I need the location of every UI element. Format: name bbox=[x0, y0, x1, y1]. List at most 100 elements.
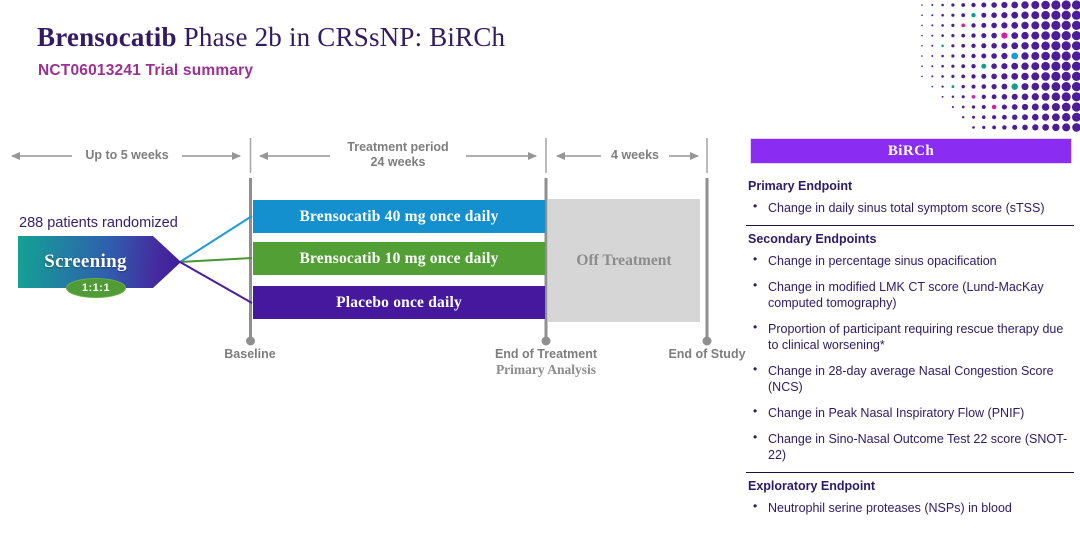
halftone-dot bbox=[991, 63, 997, 69]
halftone-dot bbox=[931, 34, 934, 37]
halftone-dot bbox=[1012, 124, 1018, 130]
arm-label: Brensocatib 10 mg once daily bbox=[299, 249, 499, 267]
halftone-dot bbox=[981, 22, 987, 28]
halftone-dot bbox=[971, 84, 976, 89]
halftone-dot bbox=[1011, 42, 1019, 50]
connector-to-arm-placebo bbox=[179, 261, 253, 304]
halftone-dot bbox=[1032, 113, 1039, 121]
halftone-dot bbox=[991, 53, 997, 59]
halftone-dot bbox=[951, 23, 955, 27]
halftone-dot bbox=[1071, 71, 1080, 81]
halftone-dot bbox=[951, 34, 955, 38]
endpoint-item: Proportion of participant requiring resc… bbox=[746, 316, 1074, 358]
halftone-dot bbox=[1051, 0, 1061, 10]
halftone-dot bbox=[1021, 52, 1029, 60]
halftone-dot bbox=[951, 105, 954, 109]
halftone-dot bbox=[931, 24, 934, 27]
halftone-dot bbox=[971, 23, 976, 28]
milestone-end-of-treatment: End of Treatment bbox=[494, 347, 598, 361]
halftone-dot bbox=[1041, 0, 1050, 10]
halftone-dot bbox=[931, 55, 934, 57]
halftone-dot bbox=[1061, 0, 1071, 10]
connector-to-arm-40mg bbox=[179, 215, 253, 263]
halftone-dot bbox=[1022, 124, 1028, 131]
halftone-dot bbox=[1031, 82, 1040, 91]
halftone-dot bbox=[1001, 1, 1008, 9]
endpoint-item: Change in Peak Nasal Inspiratory Flow (P… bbox=[746, 400, 1074, 426]
connector-to-arm-10mg bbox=[179, 257, 253, 263]
halftone-dot bbox=[1072, 123, 1080, 132]
phase2-label-line1: Treatment period bbox=[347, 140, 449, 154]
halftone-dot bbox=[1051, 92, 1061, 102]
endpoints-panel: BiRCh Primary Endpoint Change in daily s… bbox=[746, 138, 1074, 525]
halftone-dot bbox=[921, 4, 923, 6]
halftone-dot bbox=[991, 2, 997, 8]
halftone-dot bbox=[1001, 52, 1008, 60]
halftone-dot bbox=[982, 125, 986, 129]
endpoint-item: Change in Sino-Nasal Outcome Test 22 sco… bbox=[746, 426, 1074, 468]
halftone-dot bbox=[1051, 82, 1061, 92]
halftone-dot bbox=[1041, 51, 1050, 61]
halftone-dot bbox=[961, 33, 966, 38]
halftone-dot bbox=[951, 95, 955, 99]
halftone-dot bbox=[921, 65, 923, 67]
halftone-dot bbox=[1011, 62, 1019, 70]
halftone-dot bbox=[1052, 123, 1060, 132]
halftone-dot bbox=[1001, 73, 1008, 80]
halftone-dot bbox=[1041, 82, 1050, 91]
halftone-dot bbox=[1011, 1, 1019, 9]
halftone-dot bbox=[1021, 93, 1029, 101]
halftone-dot bbox=[1041, 61, 1050, 71]
halftone-dot bbox=[1031, 41, 1040, 50]
halftone-dot bbox=[1031, 31, 1040, 40]
halftone-dot bbox=[1031, 52, 1040, 60]
exploratory-endpoint-section: Exploratory Endpoint Neutrophil serine p… bbox=[746, 472, 1074, 525]
halftone-dot bbox=[981, 84, 987, 89]
halftone-dot bbox=[1032, 124, 1039, 131]
halftone-dot bbox=[961, 84, 965, 89]
halftone-dot bbox=[1051, 51, 1061, 61]
halftone-dot bbox=[1021, 72, 1029, 81]
halftone-dot bbox=[1002, 125, 1007, 130]
milestone-primary-analysis: Primary Analysis bbox=[495, 362, 597, 377]
endpoints-panel-title: BiRCh bbox=[887, 142, 935, 159]
halftone-dot bbox=[1041, 31, 1050, 40]
primary-endpoint-section: Primary Endpoint Change in daily sinus t… bbox=[746, 173, 1074, 225]
trial-id-subtitle: NCT06013241 Trial summary bbox=[38, 62, 254, 79]
endpoint-item: Change in percentage sinus opacification bbox=[746, 248, 1074, 274]
halftone-dot bbox=[1001, 104, 1007, 110]
halftone-dot bbox=[1031, 11, 1040, 20]
halftone-dot bbox=[971, 105, 976, 109]
halftone-dot bbox=[1011, 52, 1019, 60]
arm-bar-brensocatib-10mg: Brensocatib 10 mg once daily bbox=[253, 242, 545, 275]
halftone-dot bbox=[931, 85, 934, 88]
halftone-dot bbox=[971, 33, 976, 38]
halftone-dot bbox=[931, 65, 934, 68]
endpoint-item: Neutrophil serine proteases (NSPs) in bl… bbox=[746, 495, 1074, 521]
halftone-dot bbox=[1071, 82, 1080, 92]
halftone-dot bbox=[981, 43, 987, 49]
halftone-dot bbox=[931, 4, 934, 6]
halftone-dot bbox=[971, 63, 976, 69]
halftone-dot bbox=[971, 53, 976, 59]
halftone-dot bbox=[981, 33, 987, 39]
halftone-dot bbox=[1061, 102, 1071, 112]
halftone-dot bbox=[921, 55, 923, 57]
halftone-dot bbox=[1051, 71, 1061, 81]
halftone-dot bbox=[1031, 21, 1040, 30]
halftone-dot bbox=[961, 43, 966, 48]
halftone-dot bbox=[1011, 104, 1018, 110]
halftone-dot bbox=[1001, 63, 1008, 70]
halftone-dot bbox=[1041, 21, 1050, 30]
halftone-dot bbox=[941, 3, 944, 7]
halftone-dot bbox=[1031, 103, 1039, 111]
halftone-dot bbox=[1002, 114, 1007, 120]
milestone-baseline: Baseline bbox=[224, 347, 276, 361]
halftone-dot bbox=[1051, 10, 1061, 20]
halftone-dot bbox=[991, 43, 997, 49]
halftone-dot bbox=[1071, 0, 1080, 10]
end-of-study-dot bbox=[702, 336, 712, 346]
halftone-dot bbox=[941, 85, 944, 88]
